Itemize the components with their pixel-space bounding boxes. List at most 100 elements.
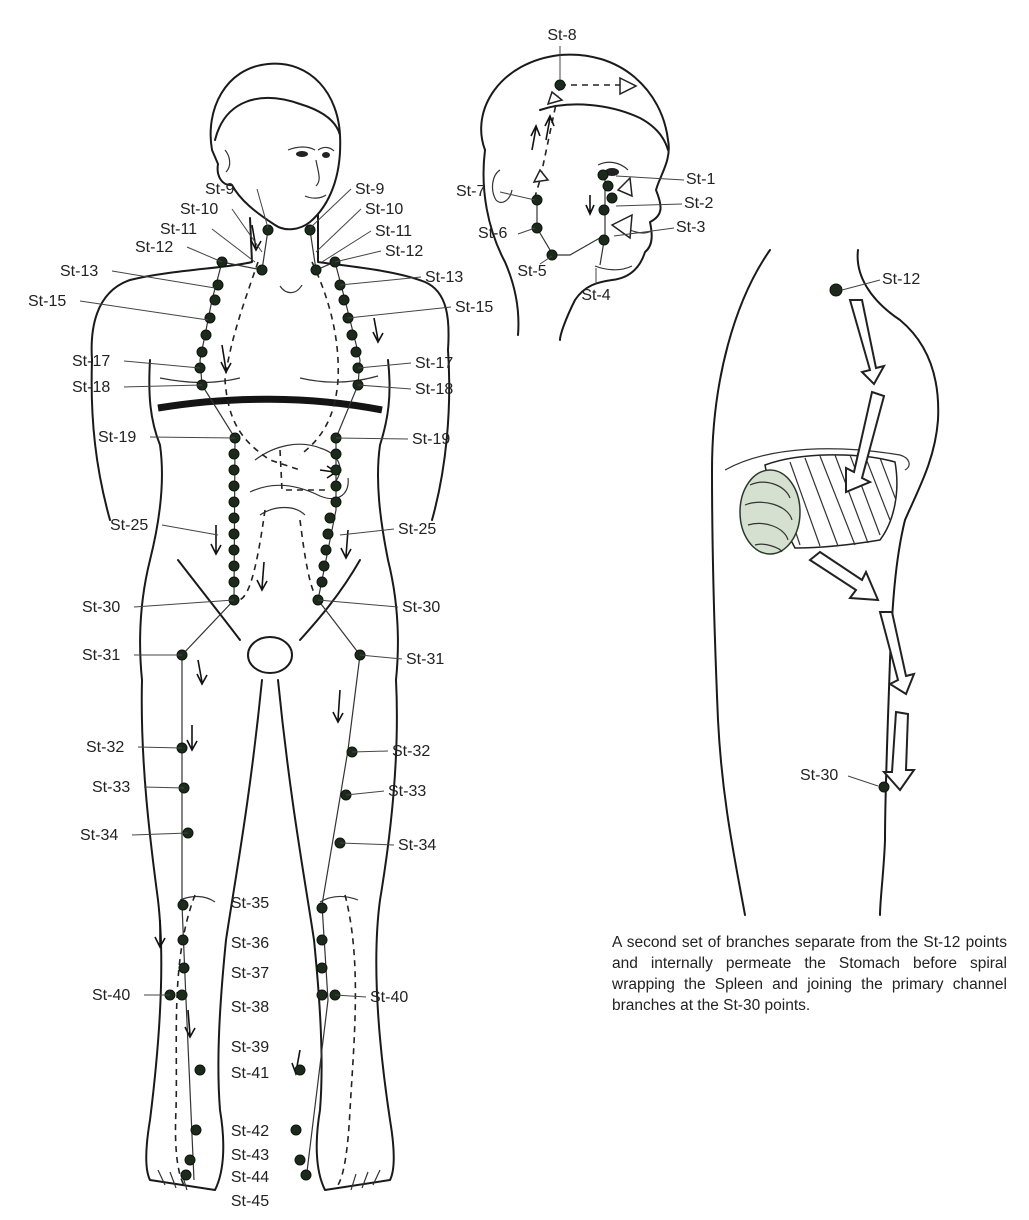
leader-line: [842, 280, 880, 290]
flow-big-arrows: [810, 300, 914, 790]
hair-line: [215, 98, 340, 140]
caption-text: A second set of branches separate from t…: [612, 932, 1007, 1016]
head-outline: [211, 64, 341, 230]
label-side-st-12: St-12: [882, 271, 920, 288]
label-st-30-right: St-30: [402, 599, 440, 616]
leader-line: [138, 747, 182, 748]
side-acupoint-st30: [879, 782, 889, 792]
label-st-37: St-37: [231, 965, 269, 982]
acupoint-right: [347, 330, 357, 340]
label-st-8-head: St-8: [547, 27, 576, 44]
label-st-30-left: St-30: [82, 599, 120, 616]
leader-line: [848, 776, 878, 786]
head-acupoint: [555, 80, 565, 90]
leader-line: [124, 385, 202, 387]
leader-line: [322, 231, 371, 262]
label-st-33-right: St-33: [388, 783, 426, 800]
label-st-34-right: St-34: [398, 837, 436, 854]
label-st-15-left: St-15: [28, 293, 66, 310]
label-st-41: St-41: [231, 1065, 269, 1082]
acupoint-right: [325, 513, 335, 523]
acupoint-left: [229, 481, 239, 491]
leader-line: [134, 600, 234, 607]
side-points: [830, 284, 889, 792]
label-st-17-right: St-17: [415, 355, 453, 372]
acupoint-left: [213, 280, 223, 290]
label-st-11-right: St-11: [375, 223, 412, 240]
acupoint-right: [319, 561, 329, 571]
side-acupoint-st12: [830, 284, 842, 296]
head-labels: St-8St-1St-2St-3St-4St-5St-6St-7: [456, 27, 715, 304]
label-st-40-right: St-40: [370, 989, 408, 1006]
acupoint-left: [201, 330, 211, 340]
label-st-12-right: St-12: [385, 243, 423, 260]
leader-line: [335, 251, 381, 262]
label-st-33-left: St-33: [92, 779, 130, 796]
acupoint-right: [323, 529, 333, 539]
label-st-35: St-35: [231, 895, 269, 912]
leader-line: [257, 189, 268, 228]
acupoint-left: [181, 1170, 191, 1180]
head-acupoint: [598, 170, 608, 180]
label-st-32-right: St-32: [392, 743, 430, 760]
acupoint-left: [195, 1065, 205, 1075]
leader-line: [232, 209, 262, 252]
acupoint-right: [291, 1125, 301, 1135]
head-acupoint: [599, 205, 609, 215]
acupoint-left: [191, 1125, 201, 1135]
label-st-10-left: St-10: [180, 201, 218, 218]
acupoint-right: [331, 481, 341, 491]
label-st-3-head: St-3: [676, 219, 705, 236]
acupoint-right: [317, 577, 327, 587]
leader-line: [348, 307, 451, 318]
label-st-9-right: St-9: [355, 181, 384, 198]
label-st-18-right: St-18: [415, 381, 453, 398]
leader-line: [340, 843, 394, 845]
label-st-6-head: St-6: [478, 225, 507, 242]
leader-line: [358, 385, 411, 389]
label-st-44: St-44: [231, 1169, 269, 1186]
label-st-4-head: St-4: [581, 287, 610, 304]
label-st-9-left: St-9: [205, 181, 234, 198]
acupoint-right: [301, 1170, 311, 1180]
label-st-34-left: St-34: [80, 827, 118, 844]
acupoint-right: [331, 465, 341, 475]
leader-line: [616, 204, 682, 206]
label-st-17-left: St-17: [72, 353, 110, 370]
head-acupoint: [607, 193, 617, 203]
acupoint-left: [229, 577, 239, 587]
side-torso-figure: [712, 250, 938, 915]
acupoint-right: [317, 935, 327, 945]
acupoint-left: [197, 347, 207, 357]
acupoint-left: [205, 313, 215, 323]
label-st-31-left: St-31: [82, 647, 120, 664]
acupoint-right: [339, 295, 349, 305]
leader-line: [212, 229, 255, 262]
label-st-13-right: St-13: [425, 269, 463, 286]
label-st-42: St-42: [231, 1123, 269, 1140]
acupoint-left: [177, 990, 187, 1000]
label-st-1-head: St-1: [686, 171, 715, 188]
leader-line: [187, 247, 222, 262]
body-points: [165, 225, 365, 1180]
label-st-13-left: St-13: [60, 263, 98, 280]
acupoint-right: [331, 449, 341, 459]
acupoint-right: [331, 497, 341, 507]
label-st-43: St-43: [231, 1147, 269, 1164]
label-st-36: St-36: [231, 935, 269, 952]
acupoint-right: [295, 1065, 305, 1075]
acupoint-left: [257, 265, 267, 275]
leader-line: [144, 787, 184, 788]
acupoint-left: [229, 513, 239, 523]
label-st-7-head: St-7: [456, 183, 485, 200]
leader-line: [616, 176, 684, 180]
acupoint-right: [311, 265, 321, 275]
acupoint-left: [229, 465, 239, 475]
leader-line: [124, 361, 200, 368]
label-st-25-right: St-25: [398, 521, 436, 538]
acupoint-left: [229, 545, 239, 555]
label-st-10-right: St-10: [365, 201, 403, 218]
acupoint-right: [317, 903, 327, 913]
leader-line: [360, 655, 402, 659]
